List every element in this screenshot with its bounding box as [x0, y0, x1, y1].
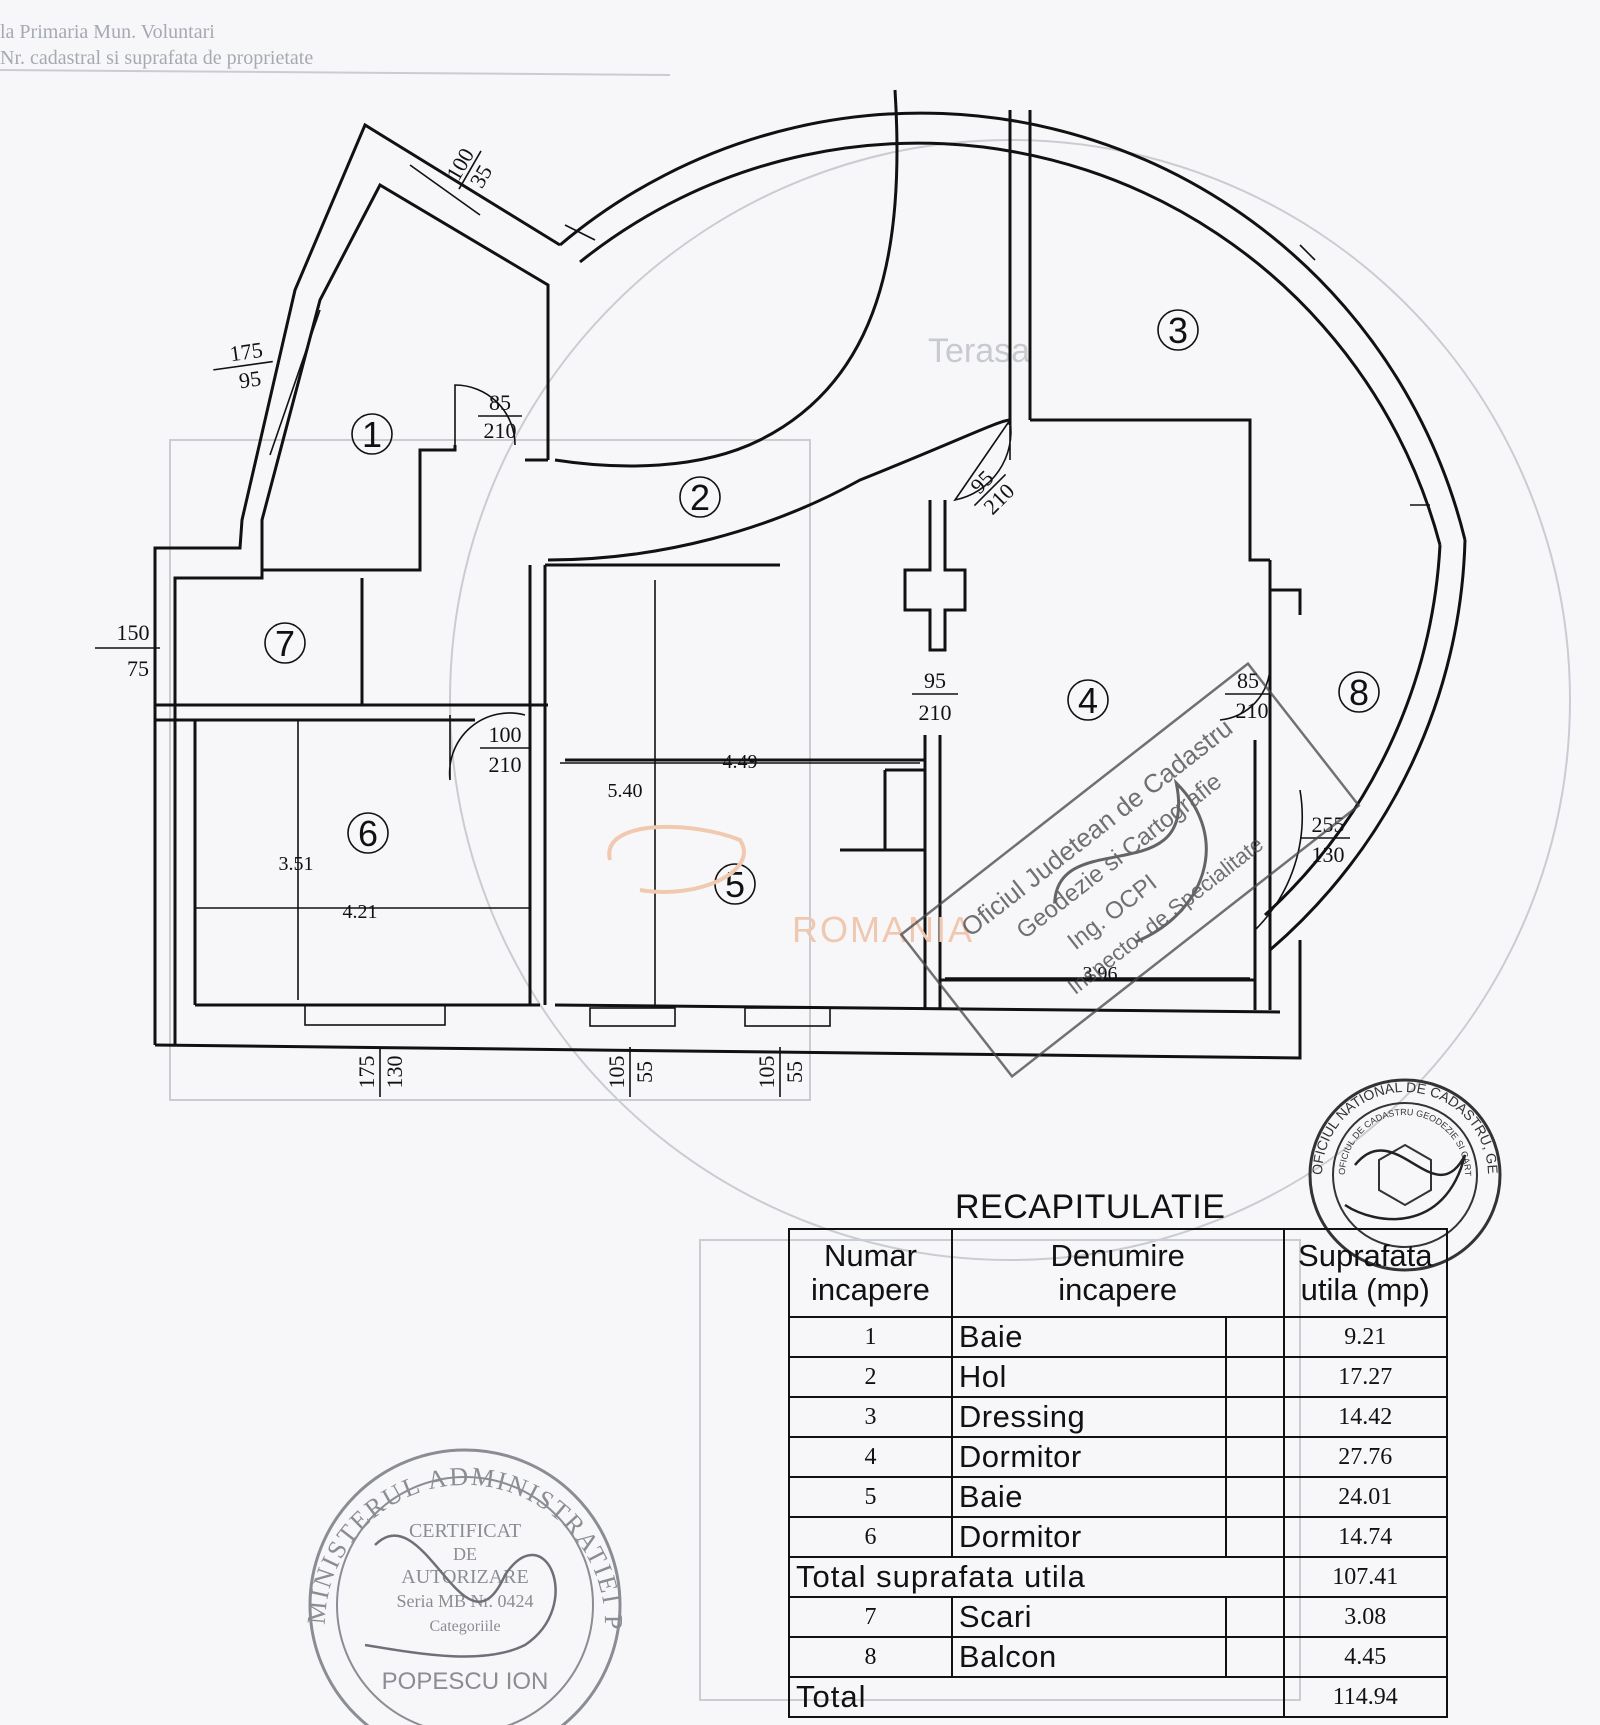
opening-o12: 105 55 — [754, 1047, 807, 1097]
stamp-left-line2: DE — [453, 1544, 477, 1564]
opening-o8: 85 210 — [1225, 668, 1270, 723]
svg-text:1: 1 — [362, 414, 382, 455]
interior-walls — [155, 89, 1302, 1010]
svg-text:55: 55 — [632, 1061, 657, 1083]
svg-text:4: 4 — [1078, 680, 1098, 721]
stamp-mid: Oficiul Judetean de Cadastru Geodezie si… — [899, 661, 1361, 1079]
room-marker-2: 2 — [679, 476, 721, 518]
dim-351: 3.51 — [279, 853, 314, 875]
svg-text:8: 8 — [1349, 672, 1369, 713]
stamp-left-line1: CERTIFICAT — [409, 1520, 521, 1542]
svg-text:150: 150 — [117, 620, 150, 645]
svg-text:95: 95 — [924, 668, 946, 693]
svg-text:210: 210 — [484, 418, 517, 443]
stamp-left-name: POPESCU ION — [382, 1668, 549, 1695]
svg-text:210: 210 — [1236, 698, 1269, 723]
opening-o9: 255 130 — [1300, 812, 1350, 867]
opening-o3: 85 210 — [478, 390, 522, 443]
header-text-1: la Primaria Mun. Voluntari — [0, 21, 215, 43]
header-text-2: Nr. cadastral si suprafata de proprietat… — [0, 47, 313, 69]
svg-text:175: 175 — [354, 1056, 379, 1089]
svg-text:6: 6 — [358, 813, 378, 854]
room-marker-3: 3 — [1157, 309, 1199, 351]
stamp-left-line4: Seria MB Nr. 0424 — [397, 1591, 534, 1611]
room-marker-4: 4 — [1067, 679, 1109, 721]
dimension-lines — [195, 580, 1250, 1005]
opening-o4: 95 210 — [965, 465, 1019, 519]
watermark-text: ROMANIA — [792, 909, 974, 950]
svg-text:130: 130 — [1312, 842, 1345, 867]
svg-text:OFICIUL NATIONAL DE CADASTRU,: OFICIUL NATIONAL DE CADASTRU, GEODEZIE S… — [1309, 1079, 1501, 1178]
svg-text:210: 210 — [489, 752, 522, 777]
opening-labels: 100 35 175 95 85 210 95 210 150 75 100 2… — [95, 144, 1350, 1097]
watermark: ROMANIA — [607, 824, 974, 950]
svg-text:7: 7 — [275, 623, 295, 664]
svg-text:95: 95 — [237, 365, 262, 393]
svg-text:2: 2 — [690, 477, 710, 518]
opening-o5: 150 75 — [95, 620, 160, 681]
room-marker-8: 8 — [1338, 671, 1380, 713]
svg-text:100: 100 — [489, 722, 522, 747]
stamp-left: MINISTERUL ADMINISTRATIEI PUBLICE CERTIF… — [302, 1448, 626, 1725]
room-marker-7: 7 — [264, 622, 306, 664]
windows — [269, 164, 1430, 1027]
svg-text:105: 105 — [754, 1056, 779, 1089]
recap-title: RECAPITULATIE — [955, 1188, 1226, 1226]
stamp-left-line5: Categoriile — [429, 1618, 500, 1635]
opening-o10: 175 130 — [354, 1047, 407, 1097]
svg-text:85: 85 — [1237, 668, 1259, 693]
svg-text:3: 3 — [1168, 310, 1188, 351]
stamp-right-ring: OFICIUL NATIONAL DE CADASTRU, GEODEZIE S… — [1309, 1079, 1501, 1178]
terasa-ghost-text: Terasa — [928, 332, 1030, 370]
svg-text:255: 255 — [1312, 812, 1345, 837]
outer-walls — [153, 111, 1467, 1060]
dimension-values: 4.49 5.40 3.51 4.21 3.96 — [279, 751, 1118, 985]
opening-o6: 100 210 — [480, 722, 530, 777]
opening-o2: 175 95 — [213, 337, 273, 393]
svg-text:55: 55 — [782, 1061, 807, 1083]
door-swings — [448, 384, 1303, 931]
room-markers: 1 2 3 4 5 6 7 8 — [264, 309, 1380, 905]
stamp-right-inner: OFICIUL DE CADASTRU GEODEZIE SI CARTOGRA… — [1337, 1107, 1473, 1177]
dim-396: 3.96 — [1083, 963, 1118, 985]
dim-421: 4.21 — [343, 901, 378, 923]
stamp-left-line3: AUTORIZARE — [401, 1566, 528, 1588]
opening-o7: 95 210 — [912, 668, 958, 725]
dim-540: 5.40 — [608, 780, 643, 802]
dim-449: 4.49 — [723, 751, 758, 773]
svg-text:130: 130 — [382, 1056, 407, 1089]
room-marker-1: 1 — [351, 413, 393, 455]
room-marker-6: 6 — [347, 812, 389, 854]
svg-text:85: 85 — [489, 390, 511, 415]
svg-text:OFICIUL DE CADASTRU GEODEZIE S: OFICIUL DE CADASTRU GEODEZIE SI CARTOGRA… — [1337, 1107, 1473, 1177]
svg-text:175: 175 — [228, 337, 264, 366]
svg-text:105: 105 — [604, 1056, 629, 1089]
opening-o11: 105 55 — [604, 1047, 657, 1097]
svg-text:210: 210 — [919, 700, 952, 725]
svg-text:75: 75 — [127, 656, 149, 681]
